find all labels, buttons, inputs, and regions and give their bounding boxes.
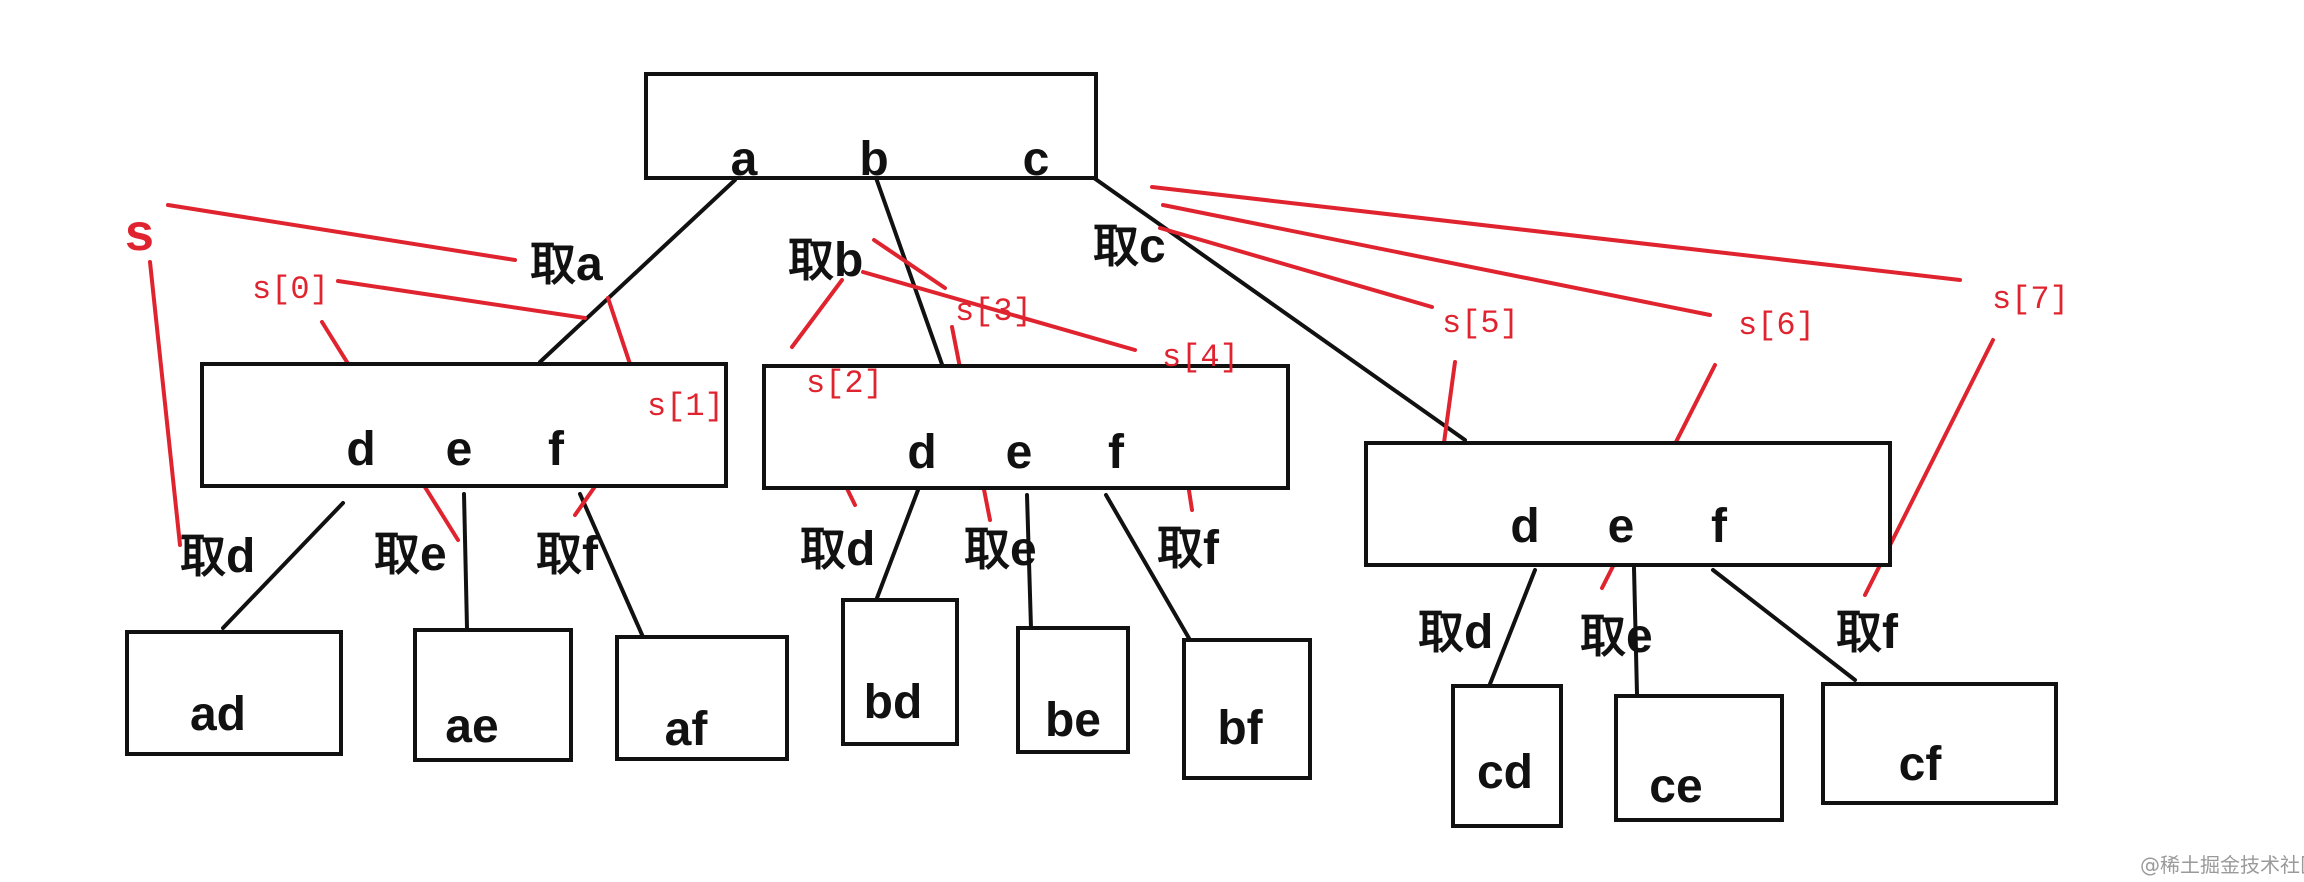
s0-label: s[0] — [252, 271, 329, 308]
leaf-label-ae: ae — [445, 700, 498, 753]
level1-node-b: d e f — [762, 364, 1290, 490]
edge-a-e — [462, 492, 469, 630]
leaf-box-cd — [1451, 684, 1563, 828]
level1-b-letter-e: e — [1006, 426, 1033, 479]
s7-line-a — [1150, 185, 1962, 282]
edge-c-e — [1632, 566, 1639, 696]
leaf-box-ae — [413, 628, 573, 762]
leaf-box-ad — [125, 630, 343, 756]
leaf-box-be — [1016, 626, 1130, 754]
s6-label: s[6] — [1738, 307, 1815, 344]
level1-b-letter-f: f — [1108, 426, 1125, 479]
leaf-label-ce: ce — [1649, 760, 1702, 813]
s3-line-a — [872, 238, 947, 290]
leaf-label-ad: ad — [190, 688, 246, 741]
level1-node-c: d e f — [1364, 441, 1892, 567]
take-labels: 取a 取b 取c 取d 取e 取f 取d 取e 取f 取d — [180, 219, 1899, 663]
edge-b-e — [1025, 493, 1033, 630]
s5-label: s[5] — [1442, 305, 1519, 342]
edge-c-f — [1711, 568, 1857, 682]
take-label-b-e: 取e — [964, 522, 1037, 576]
level1-box-c — [1364, 441, 1892, 567]
s0-line-a — [336, 279, 587, 320]
edge-c-d — [1488, 568, 1537, 686]
edge-root-c — [1092, 176, 1467, 442]
s5-line-a — [1158, 226, 1434, 309]
level1-c-letter-f: f — [1711, 500, 1728, 553]
take-label-c-e: 取e — [1580, 609, 1653, 663]
s4-label: s[4] — [1162, 339, 1239, 376]
take-label-a-d: 取d — [180, 529, 255, 583]
level1-box-a — [200, 362, 728, 488]
root-letter-a: a — [731, 133, 758, 186]
edge-root-b — [873, 173, 946, 372]
s6-line-a — [1161, 203, 1712, 317]
take-label-c: 取c — [1093, 219, 1166, 273]
leaf-box-bf — [1182, 638, 1312, 780]
leaf-box-bd — [841, 598, 959, 746]
s1-label: s[1] — [647, 388, 724, 425]
s3-label: s[3] — [955, 293, 1032, 330]
take-label-a-e: 取e — [374, 527, 447, 581]
take-label-b-f: 取f — [1157, 521, 1220, 575]
s4-line-a — [861, 270, 1137, 352]
take-label-b: 取b — [788, 233, 863, 287]
level1-box-b — [762, 364, 1290, 490]
leaf-label-af: af — [665, 703, 709, 756]
edge-b-f — [1104, 493, 1192, 642]
s-line-down-to-take-d — [148, 260, 182, 547]
leaf-nodes: ad ae af bd be bf cd ce cf — [125, 598, 2058, 828]
leaf-box-af — [615, 635, 789, 761]
leaf-box-ce — [1614, 694, 1784, 822]
root-box — [644, 72, 1098, 180]
watermark: @稀土掘金技术社区 — [2140, 853, 2304, 877]
level1-c-letter-d: d — [1510, 500, 1539, 553]
edge-a-d — [221, 501, 345, 630]
leaf-box-cf — [1821, 682, 2058, 805]
level1-a-letter-f: f — [548, 423, 565, 476]
take-label-a: 取a — [530, 237, 603, 291]
tree-edges — [221, 173, 1857, 696]
edge-root-a — [538, 178, 737, 364]
s-label: s — [125, 204, 154, 262]
root-node: a b c — [644, 72, 1098, 186]
take-label-c-d: 取d — [1418, 605, 1493, 659]
edge-b-d — [875, 488, 920, 600]
root-letter-b: b — [859, 133, 888, 186]
edge-a-f — [578, 492, 645, 639]
s1-line-a — [606, 296, 634, 372]
s-line-to-take-a — [166, 203, 517, 262]
leaf-label-bf: bf — [1217, 702, 1263, 755]
level1-c-letter-e: e — [1608, 500, 1635, 553]
leaf-label-cd: cd — [1477, 746, 1533, 799]
leaf-label-cf: cf — [1899, 738, 1943, 791]
take-label-a-f: 取f — [536, 527, 599, 581]
take-label-b-d: 取d — [800, 522, 875, 576]
leaf-label-bd: bd — [864, 676, 923, 729]
level1-a-letter-e: e — [446, 423, 473, 476]
leaf-label-be: be — [1045, 694, 1101, 747]
s2-label: s[2] — [806, 365, 883, 402]
s2-line-a — [790, 278, 844, 349]
s-labels: s s[0] s[1] s[2] s[3] s[4] s[5] s[6] s[7… — [125, 204, 2069, 425]
root-letter-c: c — [1023, 133, 1050, 186]
level1-node-a: d e f — [200, 362, 728, 488]
s7-label: s[7] — [1992, 281, 2069, 318]
take-label-c-f: 取f — [1836, 605, 1899, 659]
level1-b-letter-d: d — [907, 426, 936, 479]
level1-a-letter-d: d — [346, 423, 375, 476]
